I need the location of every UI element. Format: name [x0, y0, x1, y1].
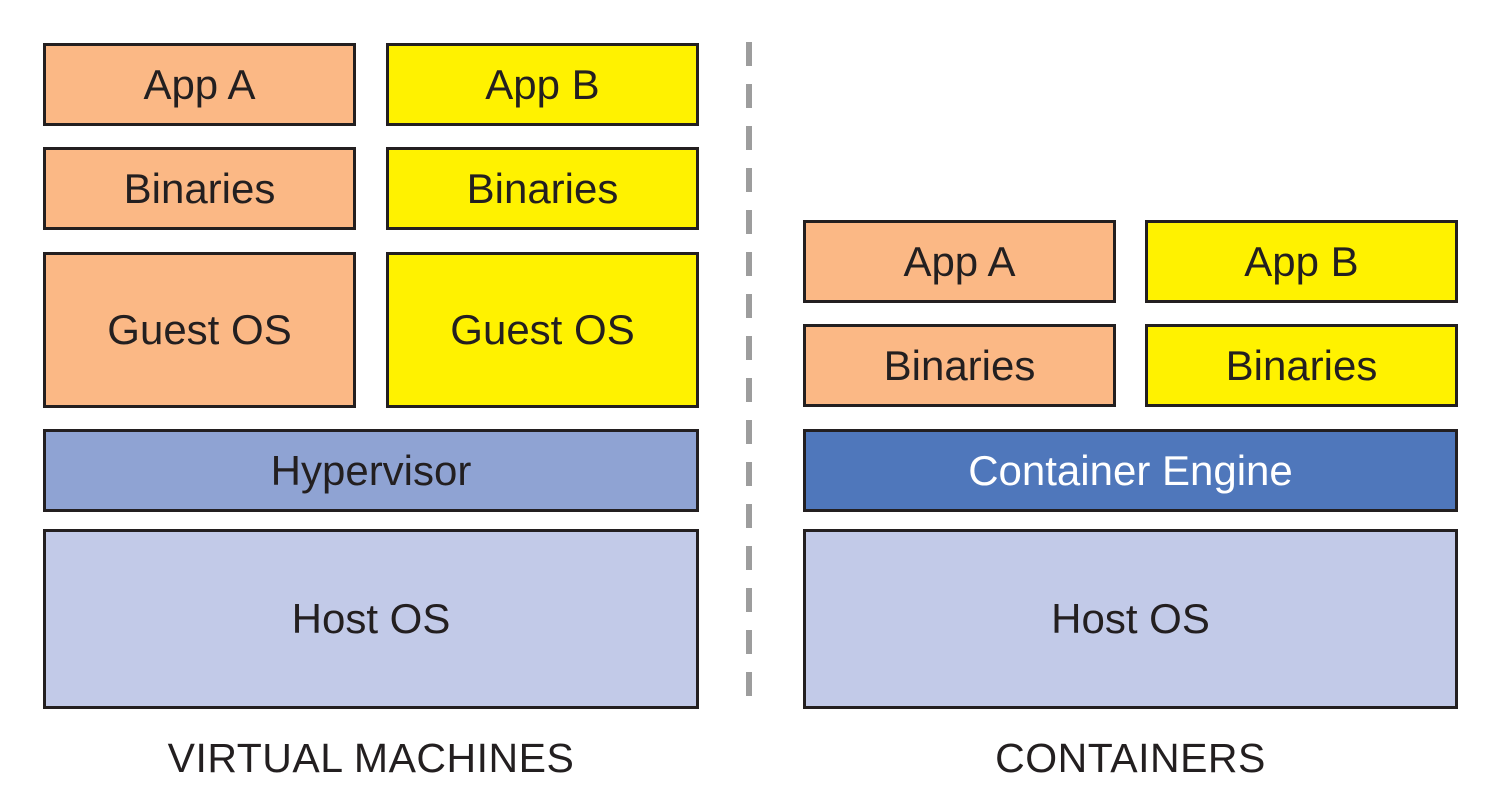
container-binaries-b-box: Binaries: [1145, 324, 1458, 407]
vm-guest-os-a-box: Guest OS: [43, 252, 356, 408]
containers-caption: CONTAINERS: [995, 735, 1266, 781]
vm-caption: VIRTUAL MACHINES: [167, 735, 575, 781]
hypervisor-label: Hypervisor: [270, 446, 472, 494]
container-host-os-box: Host OS: [803, 529, 1458, 709]
container-app-b-box: App B: [1145, 220, 1458, 303]
container-binaries-a-label: Binaries: [883, 341, 1036, 389]
vm-binaries-a-box: Binaries: [43, 147, 356, 230]
container-app-b-label: App B: [1244, 237, 1359, 285]
container-app-a-label: App A: [903, 237, 1016, 285]
vm-host-os-label: Host OS: [291, 595, 451, 642]
vm-app-b-box: App B: [386, 43, 699, 126]
vm-app-a-label: App A: [143, 60, 256, 108]
container-engine-box: Container Engine: [803, 429, 1458, 512]
vm-app-b-label: App B: [485, 60, 600, 108]
vm-guest-os-b-label: Guest OS: [450, 306, 635, 353]
vm-guest-os-b-box: Guest OS: [386, 252, 699, 408]
dashed-divider: [746, 42, 752, 712]
container-binaries-a-box: Binaries: [803, 324, 1116, 407]
vm-binaries-a-label: Binaries: [123, 164, 276, 212]
hypervisor-box: Hypervisor: [43, 429, 699, 512]
vm-app-a-box: App A: [43, 43, 356, 126]
container-engine-label: Container Engine: [968, 446, 1293, 494]
container-host-os-label: Host OS: [1051, 595, 1210, 642]
vm-host-os-box: Host OS: [43, 529, 699, 709]
vm-binaries-b-box: Binaries: [386, 147, 699, 230]
container-binaries-b-label: Binaries: [1225, 341, 1378, 389]
vm-binaries-b-label: Binaries: [466, 164, 619, 212]
vm-guest-os-a-label: Guest OS: [107, 306, 292, 353]
container-app-a-box: App A: [803, 220, 1116, 303]
